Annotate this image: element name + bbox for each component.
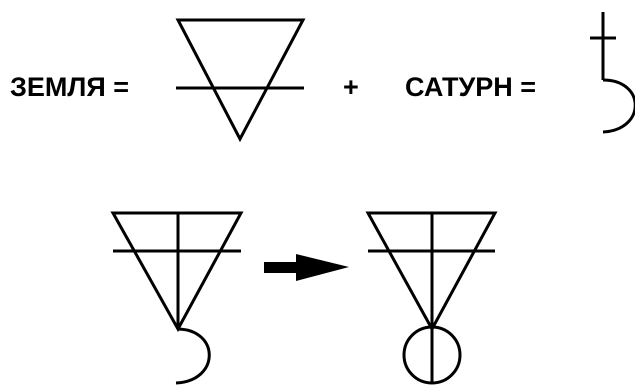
combined-hook [175,327,211,385]
saturn-symbol [590,12,635,134]
saturn-label: САТУРН = [405,72,537,102]
transformation-arrow [264,254,349,281]
result-symbol [365,211,498,385]
earth-label: ЗЕМЛЯ = [10,72,130,102]
plus-sign: + [343,72,359,102]
arrow-head [296,254,349,281]
arrow-shaft [264,262,298,273]
combined-symbol [110,211,244,385]
earth-triangle [175,18,306,143]
earth-symbol [175,18,306,143]
saturn-hook [602,78,635,134]
result-circle [402,325,462,385]
